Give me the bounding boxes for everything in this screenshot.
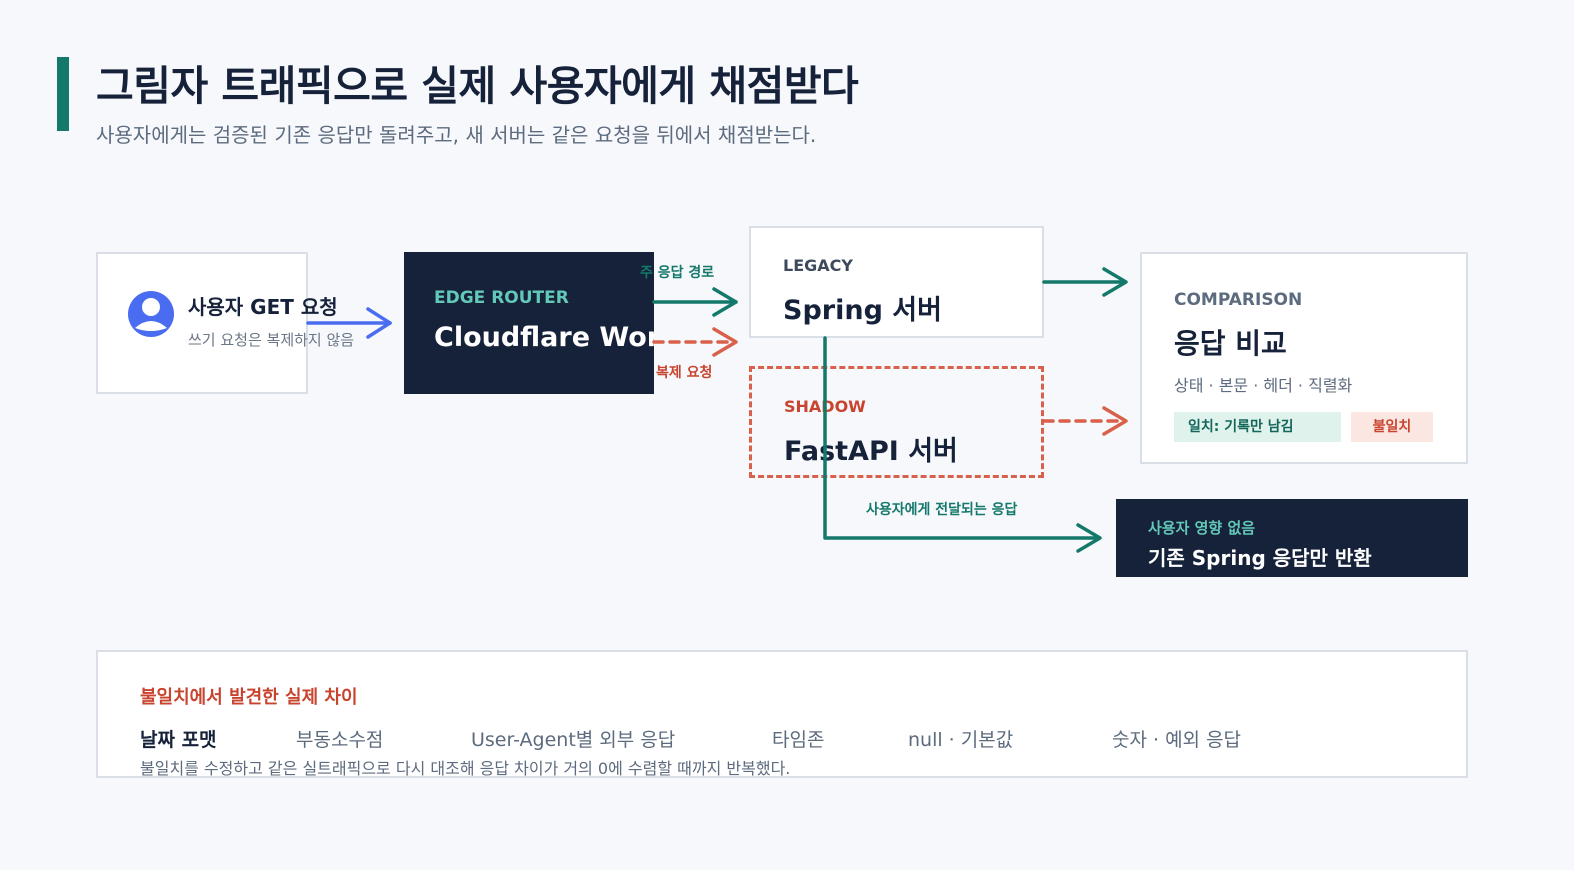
legacy-to-result-arrow — [823, 336, 1102, 553]
shadow-to-comparison-arrow — [1042, 406, 1128, 436]
shadow-server-box: SHADOW FastAPI 서버 — [749, 366, 1044, 478]
user-request-note: 쓰기 요청은 복제하지 않음 — [188, 331, 355, 349]
finding-item: 날짜 포맷 — [140, 729, 217, 751]
page-subtitle: 사용자에게는 검증된 기존 응답만 돌려주고, 새 서버는 같은 요청을 뒤에서… — [96, 123, 817, 147]
findings-panel: 불일치에서 발견한 실제 차이 날짜 포맷 부동소수점 User-Agent별 … — [96, 650, 1468, 778]
edge-router-name: Cloudflare Worker — [434, 322, 654, 353]
comparison-name: 응답 비교 — [1174, 327, 1287, 360]
edge-router-box: EDGE ROUTER Cloudflare Worker — [404, 252, 654, 394]
delivered-response-label: 사용자에게 전달되는 응답 — [866, 502, 1018, 518]
edge-to-legacy-arrow — [652, 287, 738, 317]
result-box: 사용자 영향 없음 기존 Spring 응답만 반환 — [1116, 499, 1468, 577]
main-path-label: 주 응답 경로 — [640, 265, 715, 281]
findings-note: 불일치를 수정하고 같은 실트래픽으로 다시 대조해 응답 차이가 거의 0에 … — [140, 759, 791, 778]
shadow-server-name: FastAPI 서버 — [784, 436, 958, 467]
duplicate-request-label: 복제 요청 — [656, 365, 713, 381]
comparison-criteria: 상태 · 본문 · 헤더 · 직렬화 — [1174, 376, 1353, 395]
legacy-server-name: Spring 서버 — [783, 295, 942, 326]
result-label: 사용자 영향 없음 — [1148, 519, 1256, 537]
finding-item: 부동소수점 — [296, 729, 384, 751]
findings-title: 불일치에서 발견한 실제 차이 — [140, 687, 358, 708]
user-to-edge-arrow — [306, 307, 392, 339]
title-accent-bar — [57, 57, 69, 131]
legacy-to-comparison-arrow — [1042, 267, 1128, 297]
edge-router-label: EDGE ROUTER — [434, 288, 569, 308]
comparison-label: COMPARISON — [1174, 290, 1303, 310]
finding-item: User-Agent별 외부 응답 — [471, 729, 676, 751]
comparison-box: COMPARISON 응답 비교 상태 · 본문 · 헤더 · 직렬화 일치: … — [1140, 252, 1468, 464]
edge-to-shadow-arrow — [652, 327, 738, 357]
user-icon — [128, 291, 174, 337]
finding-item: 숫자 · 예외 응답 — [1112, 729, 1242, 751]
result-text: 기존 Spring 응답만 반환 — [1148, 546, 1372, 570]
finding-item: 타임존 — [772, 729, 825, 751]
page-title: 그림자 트래픽으로 실제 사용자에게 채점받다 — [96, 62, 859, 110]
user-request-title: 사용자 GET 요청 — [188, 295, 338, 319]
match-chip: 일치: 기록만 남김 — [1174, 412, 1341, 442]
finding-item: null · 기본값 — [908, 729, 1014, 751]
legacy-server-box: LEGACY Spring 서버 — [749, 226, 1044, 338]
mismatch-chip: 불일치 — [1351, 412, 1433, 442]
legacy-label: LEGACY — [783, 256, 853, 275]
